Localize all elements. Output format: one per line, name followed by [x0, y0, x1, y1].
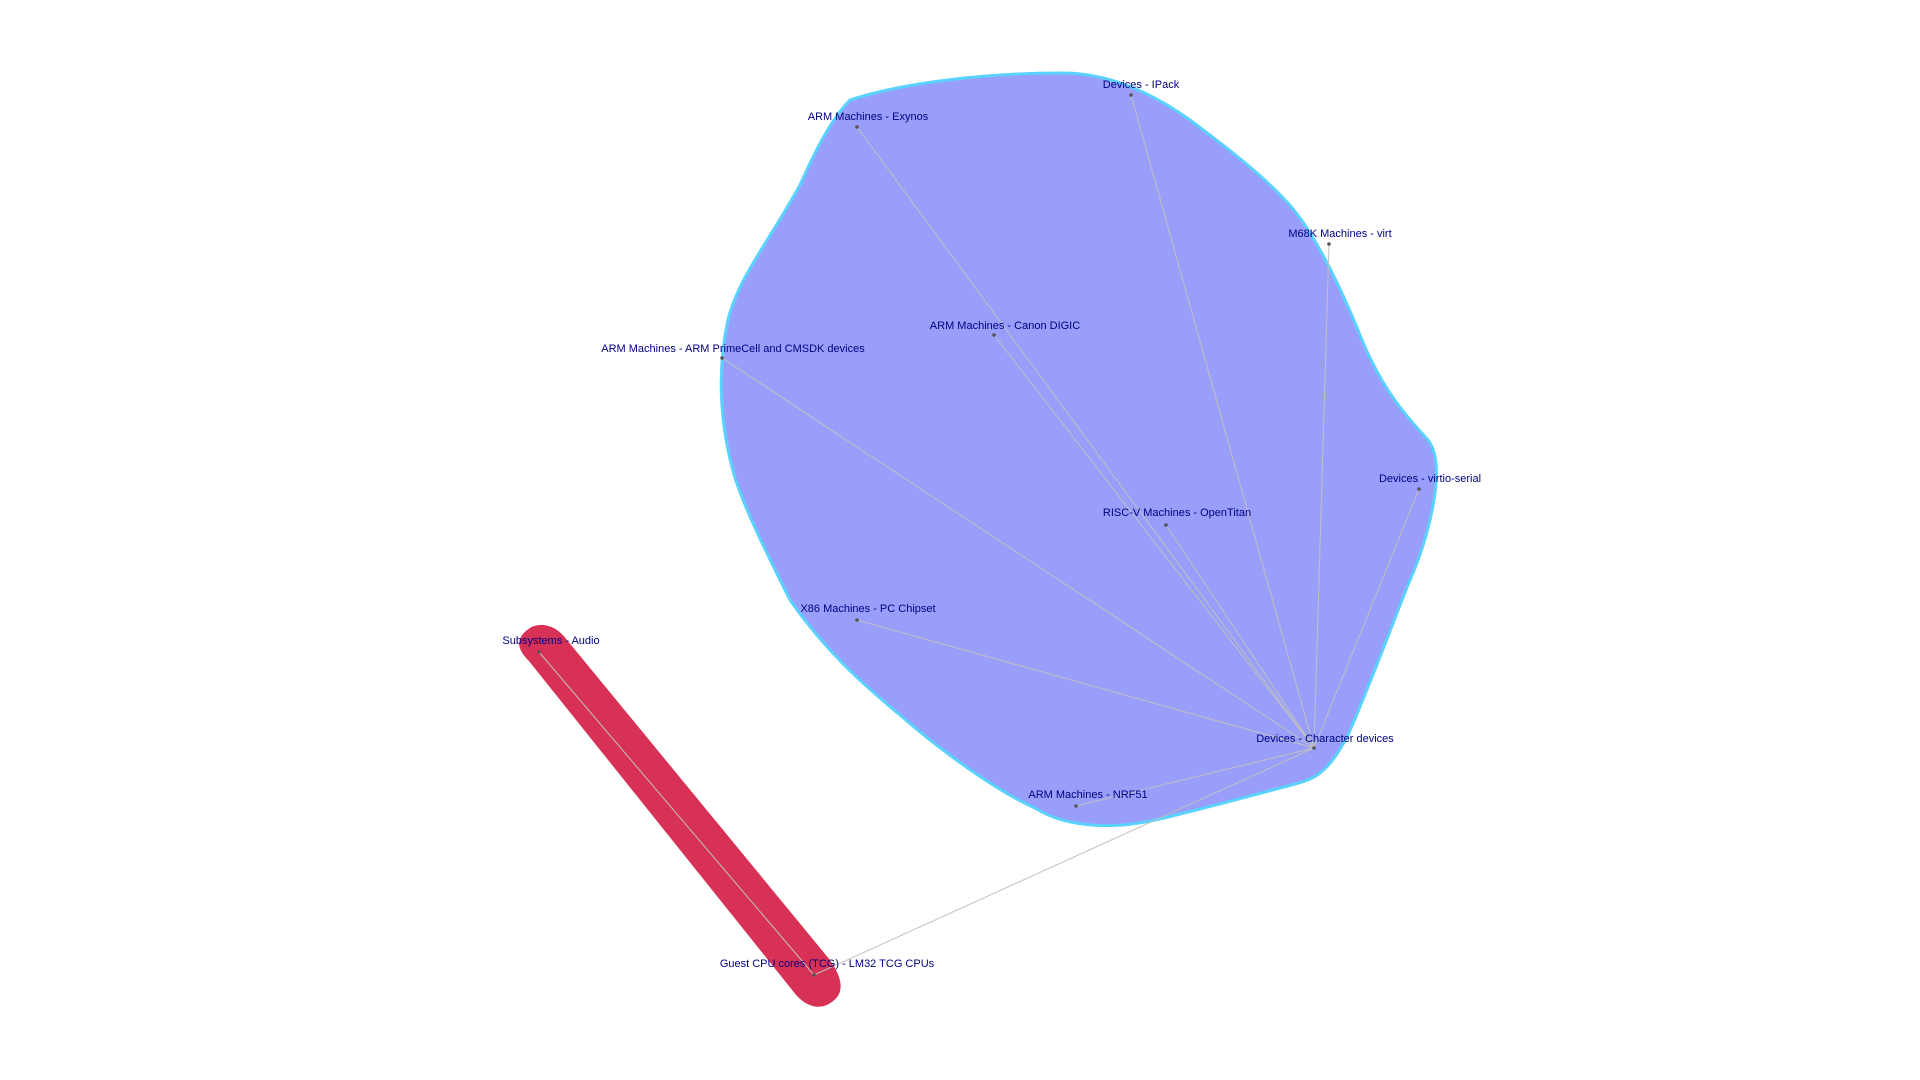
node-x86-pc-chipset[interactable] — [855, 618, 859, 622]
node-arm-primecell[interactable] — [720, 356, 724, 360]
node-label-devices-character: Devices - Character devices — [1256, 733, 1394, 745]
edge-x86-pc-chipset-to-devices-character — [856, 619, 1315, 749]
node-devices-ipack[interactable] — [1129, 93, 1133, 97]
edge-layer — [538, 94, 1420, 976]
node-label-riscv-opentitan: RISC-V Machines - OpenTitan — [1103, 507, 1251, 519]
node-label-x86-pc-chipset: X86 Machines - PC Chipset — [800, 603, 935, 615]
edge-subsystems-audio-to-guest-cpu-lm32 — [538, 651, 815, 976]
node-devices-character[interactable] — [1312, 746, 1316, 750]
node-label-subsystems-audio: Subsystems - Audio — [502, 635, 599, 647]
edge-guest-cpu-lm32-to-devices-character — [813, 747, 1315, 976]
node-label-arm-primecell: ARM Machines - ARM PrimeCell and CMSDK d… — [601, 343, 865, 355]
node-m68k-virt[interactable] — [1327, 242, 1331, 246]
node-arm-canon-digic[interactable] — [992, 333, 996, 337]
node-guest-cpu-lm32[interactable] — [812, 973, 816, 977]
node-label-arm-canon-digic: ARM Machines - Canon DIGIC — [930, 320, 1080, 332]
edge-arm-exynos-to-devices-character — [856, 126, 1315, 749]
edge-m68k-virt-to-devices-character — [1313, 243, 1330, 749]
node-label-arm-nrf51: ARM Machines - NRF51 — [1028, 789, 1147, 801]
node-riscv-opentitan[interactable] — [1164, 523, 1168, 527]
edge-devices-virtio-serial-to-devices-character — [1313, 488, 1420, 749]
edge-arm-nrf51-to-devices-character — [1075, 747, 1315, 807]
edge-arm-primecell-to-devices-character — [721, 357, 1315, 749]
node-layer — [537, 93, 1421, 977]
node-label-guest-cpu-lm32: Guest CPU cores (TCG) - LM32 TCG CPUs — [720, 958, 935, 970]
node-devices-virtio-serial[interactable] — [1417, 487, 1421, 491]
node-label-devices-virtio-serial: Devices - virtio-serial — [1379, 473, 1481, 485]
cluster-layer — [519, 71, 1438, 1007]
cluster-hull-blue — [719, 71, 1438, 828]
node-arm-nrf51[interactable] — [1074, 804, 1078, 808]
node-arm-exynos[interactable] — [855, 125, 859, 129]
node-label-m68k-virt: M68K Machines - virt — [1288, 228, 1391, 240]
edge-arm-canon-digic-to-devices-character — [993, 334, 1315, 749]
edge-riscv-opentitan-to-devices-character — [1165, 524, 1315, 749]
node-subsystems-audio[interactable] — [537, 650, 541, 654]
node-label-devices-ipack: Devices - IPack — [1103, 79, 1180, 91]
node-label-arm-exynos: ARM Machines - Exynos — [808, 111, 929, 123]
edge-devices-ipack-to-devices-character — [1130, 94, 1315, 749]
